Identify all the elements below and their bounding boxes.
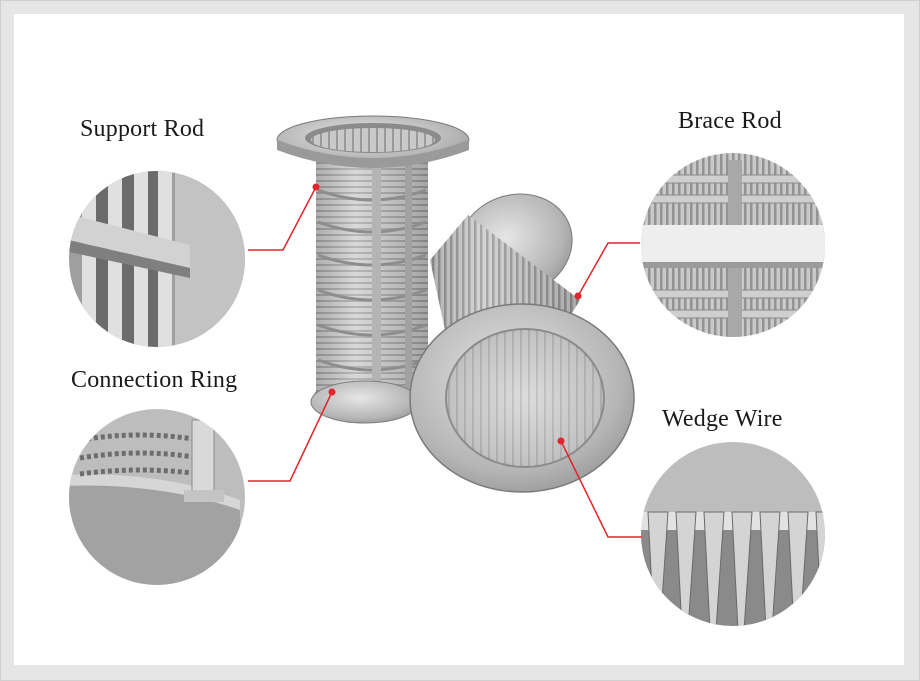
leader-lines xyxy=(248,186,642,538)
leader-line-brace-rod xyxy=(577,242,640,297)
leader-dot-brace-rod xyxy=(574,292,582,300)
leader-dot-wedge-wire xyxy=(557,437,565,445)
leader-dot-support-rod xyxy=(312,183,320,191)
support-rod-detail-circle xyxy=(67,169,247,349)
leader-dot-connection-ring xyxy=(328,388,336,396)
connection-ring-detail-circle xyxy=(67,407,247,587)
leader-dots xyxy=(312,183,582,445)
label-support-rod: Support Rod xyxy=(80,116,205,142)
brace-rod-detail-circle xyxy=(639,151,827,339)
lying-filter-cylinder xyxy=(409,193,635,493)
wedge-wire-detail-circle xyxy=(639,440,827,628)
label-brace-rod: Brace Rod xyxy=(678,108,782,134)
leader-line-support-rod xyxy=(248,186,317,251)
leader-line-wedge-wire xyxy=(560,440,642,538)
standing-filter-cylinder xyxy=(276,115,470,424)
label-connection-ring: Connection Ring xyxy=(71,367,238,393)
leader-line-connection-ring xyxy=(248,391,333,482)
label-wedge-wire: Wedge Wire xyxy=(662,406,783,432)
